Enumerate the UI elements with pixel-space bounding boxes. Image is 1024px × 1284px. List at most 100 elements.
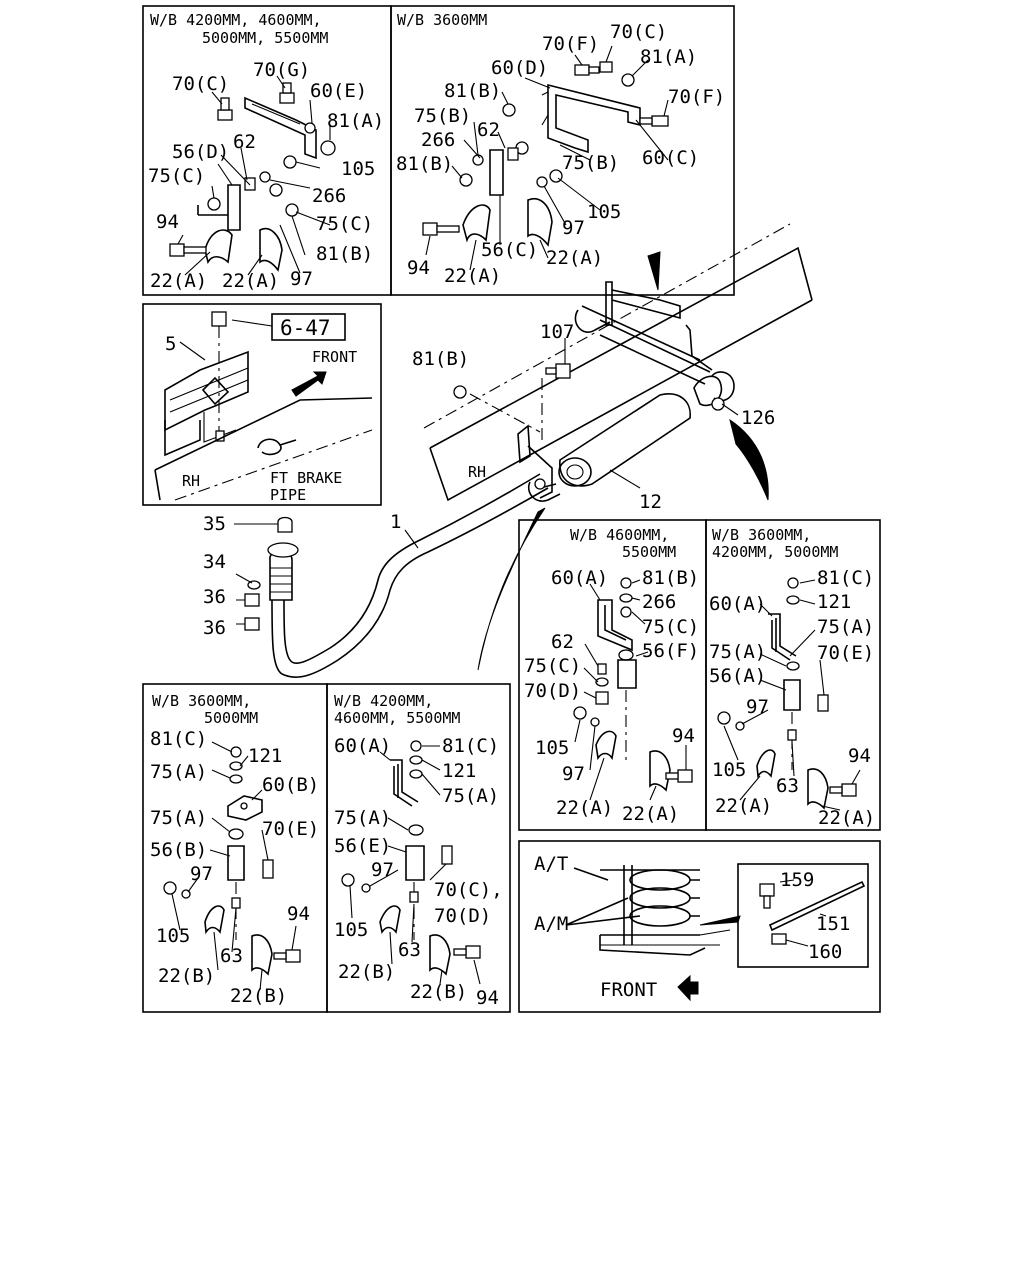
- callout: 107: [540, 321, 574, 343]
- panel-header-line-1: W/B 4200MM,: [334, 692, 433, 710]
- callout: 22(A): [622, 803, 679, 825]
- callout: 70(C): [172, 73, 229, 95]
- callout: 94: [156, 211, 179, 233]
- main-exhaust-assembly: RH: [203, 223, 813, 678]
- callout: 75(A): [442, 785, 499, 807]
- callout: 70(E): [262, 818, 319, 840]
- callout: 94: [672, 725, 695, 747]
- callout: 121: [817, 591, 851, 613]
- panel-wb-4200-4600-5000-5500-top: W/B 4200MM, 4600MM, 5000MM, 5500MM 70(C)…: [142, 5, 392, 296]
- at-label: A/T: [534, 853, 568, 875]
- callout: 97: [190, 863, 213, 885]
- callout: 63: [776, 775, 799, 797]
- callout: 56(D): [172, 141, 229, 163]
- panel-header-line-2: 5000MM, 5500MM: [202, 29, 328, 47]
- panel-header-line-1: W/B 3600MM,: [152, 692, 251, 710]
- callout: 70(C),: [434, 879, 503, 901]
- callout: 81(A): [327, 110, 384, 132]
- callout: 75(C): [524, 655, 581, 677]
- callout: 34: [203, 551, 226, 573]
- callout: 56(C): [481, 239, 538, 261]
- callout: 12: [639, 491, 662, 513]
- rh-label: RH: [182, 472, 200, 490]
- brake-pipe-label-1: FT BRAKE: [270, 469, 342, 487]
- callout: 75(A): [709, 641, 766, 663]
- brake-pipe-label-2: PIPE: [270, 486, 306, 504]
- front-label: FRONT: [600, 979, 657, 1001]
- callout: 75(C): [148, 165, 205, 187]
- panel-header-line-1: W/B 4600MM,: [570, 526, 669, 544]
- panel-transmission-detail: A/T A/M FRONT 159 151 160: [518, 840, 881, 1013]
- am-label: A/M: [534, 913, 568, 935]
- callout: 75(A): [150, 761, 207, 783]
- callout: 70(E): [817, 642, 874, 664]
- callout: 5: [165, 333, 176, 355]
- callout: 70(C): [610, 21, 667, 43]
- callout: 60(A): [709, 593, 766, 615]
- callout: 81(C): [817, 567, 874, 589]
- callout: 22(B): [230, 985, 287, 1007]
- panel-header-line-2: 5500MM: [622, 543, 676, 561]
- reference-box: [271, 313, 346, 341]
- callout: 75(B): [414, 105, 471, 127]
- callout: 70(G): [253, 59, 310, 81]
- callout: 60(D): [491, 57, 548, 79]
- panel-wb-3600-top: W/B 3600MM 70(F) 70(C) 81(A) 60(D) 81(B)…: [390, 5, 735, 296]
- callout: 81(C): [442, 735, 499, 757]
- panel-header-line-2: 5000MM: [204, 709, 258, 727]
- callout: 105: [156, 925, 190, 947]
- panel-wb-3600-5000-bottom: W/B 3600MM, 5000MM 81(C) 121 75(A) 60(B)…: [142, 683, 328, 1013]
- callout: 94: [848, 745, 871, 767]
- callout: 56(E): [334, 835, 391, 857]
- callout: 22(A): [546, 247, 603, 269]
- callout: 22(A): [818, 807, 875, 829]
- panel-header-line-2: 4600MM, 5500MM: [334, 709, 460, 727]
- callout: 97: [562, 763, 585, 785]
- callout: 105: [535, 737, 569, 759]
- callout: 60(B): [262, 774, 319, 796]
- panel-wb-3600-4200-5000-mid: W/B 3600MM, 4200MM, 5000MM 81(C) 60(A) 1…: [705, 519, 881, 831]
- callout: 94: [287, 903, 310, 925]
- rh-label: RH: [468, 463, 486, 481]
- callout: 94: [476, 987, 499, 1009]
- callout: 266: [421, 129, 455, 151]
- callout: 22(A): [556, 797, 613, 819]
- callout: 81(B): [642, 567, 699, 589]
- callout: 266: [312, 185, 346, 207]
- reference-number: 6-47: [280, 316, 331, 340]
- callout: 70(D): [524, 680, 581, 702]
- callout: 70(D): [434, 905, 491, 927]
- callout: 105: [587, 201, 621, 223]
- callout: 121: [442, 760, 476, 782]
- callout: 81(A): [640, 46, 697, 68]
- callout: 35: [203, 513, 226, 535]
- callout: 75(A): [150, 807, 207, 829]
- callout: 97: [746, 696, 769, 718]
- callout: 60(E): [310, 80, 367, 102]
- callout: 62: [233, 131, 256, 153]
- callout: 160: [808, 941, 842, 963]
- callout: 62: [477, 119, 500, 141]
- callout: 36: [203, 586, 226, 608]
- callout: 22(B): [158, 965, 215, 987]
- callout: 60(C): [642, 147, 699, 169]
- front-label: FRONT: [312, 348, 357, 366]
- callout: 60(A): [334, 735, 391, 757]
- callout: 105: [341, 158, 375, 180]
- callout: 97: [290, 268, 313, 290]
- callout: 1: [390, 511, 401, 533]
- callout: 22(A): [222, 270, 279, 292]
- callout: 63: [398, 939, 421, 961]
- callout: 121: [248, 745, 282, 767]
- detail-inset: [737, 863, 869, 968]
- callout: 97: [562, 217, 585, 239]
- callout: 22(A): [150, 270, 207, 292]
- callout: 62: [551, 631, 574, 653]
- callout: 75(A): [334, 807, 391, 829]
- callout: 75(C): [642, 616, 699, 638]
- callout: 70(F): [542, 33, 599, 55]
- callout: 56(A): [709, 665, 766, 687]
- callout: 75(B): [562, 152, 619, 174]
- callout: 81(B): [396, 153, 453, 175]
